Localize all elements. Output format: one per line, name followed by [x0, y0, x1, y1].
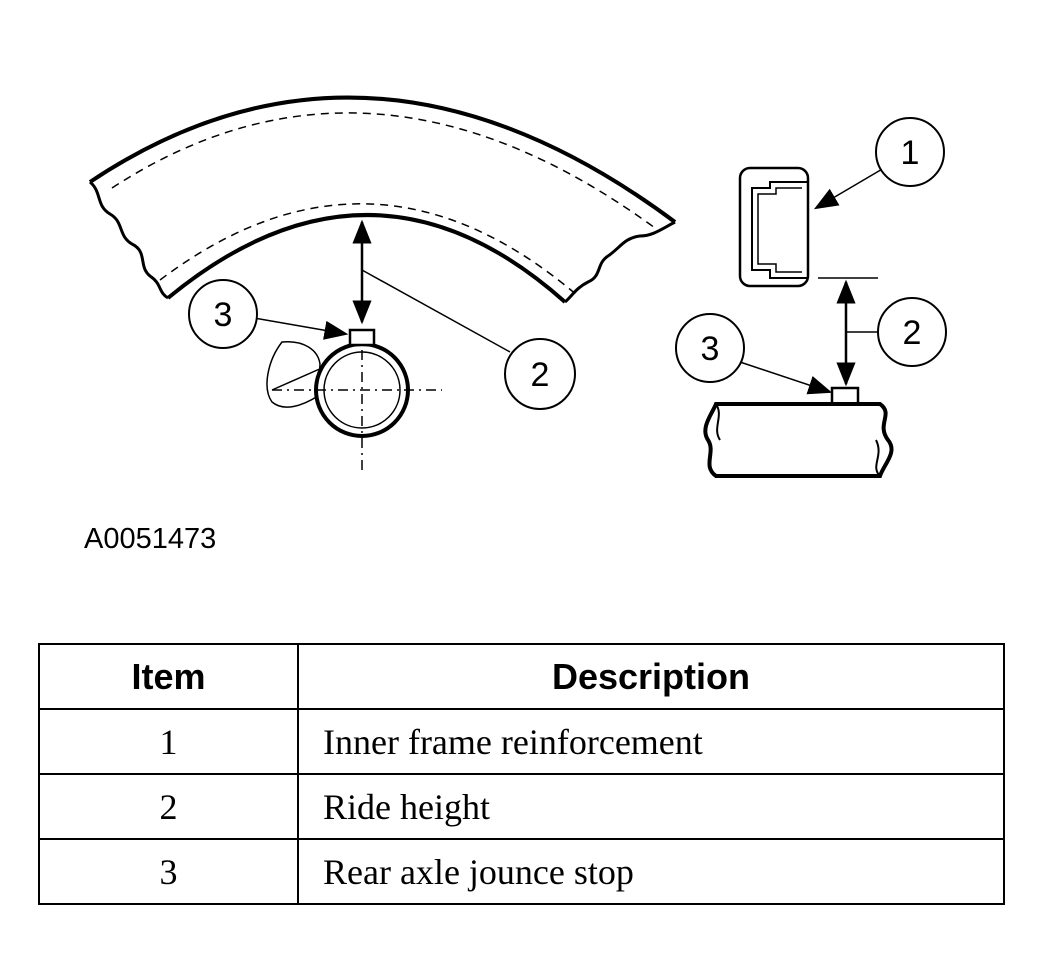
ride-height-illustration: 3 2 1 2 3: [88, 95, 947, 478]
callout-label: 3: [214, 296, 233, 334]
callout-label: 3: [701, 330, 720, 368]
table-header-row: Item Description: [38, 643, 1005, 710]
left-ride-height-arrow: [352, 219, 511, 353]
item-number: 2: [38, 773, 299, 840]
table-row: 1 Inner frame reinforcement: [38, 708, 1005, 775]
left-callout-2: 2: [504, 338, 576, 410]
callout-label: 2: [531, 356, 550, 394]
item-description: Inner frame reinforcement: [297, 708, 1005, 775]
table-row: 2 Ride height: [38, 773, 1005, 840]
callout-label: 1: [901, 134, 920, 172]
item-description: Rear axle jounce stop: [297, 838, 1005, 905]
left-axle-section: [266, 328, 442, 470]
item-number: 1: [38, 708, 299, 775]
frame-section: [738, 166, 878, 288]
figure-id: A0051473: [84, 523, 217, 555]
axle-tube: [703, 386, 894, 478]
legend-table: Item Description 1 Inner frame reinforce…: [38, 643, 1005, 905]
right-callout-3: 3: [675, 313, 833, 395]
callout-label: 2: [903, 314, 922, 352]
table-row: 3 Rear axle jounce stop: [38, 838, 1005, 905]
right-callout-1: 1: [813, 117, 945, 210]
left-callout-3: 3: [188, 279, 349, 349]
column-header-item: Item: [38, 643, 299, 710]
right-callout-2: 2: [877, 297, 947, 367]
right-ride-height-arrow: [836, 279, 878, 387]
item-number: 3: [38, 838, 299, 905]
frame-rail-arc: [88, 95, 677, 304]
column-header-description: Description: [297, 643, 1005, 710]
item-description: Ride height: [297, 773, 1005, 840]
